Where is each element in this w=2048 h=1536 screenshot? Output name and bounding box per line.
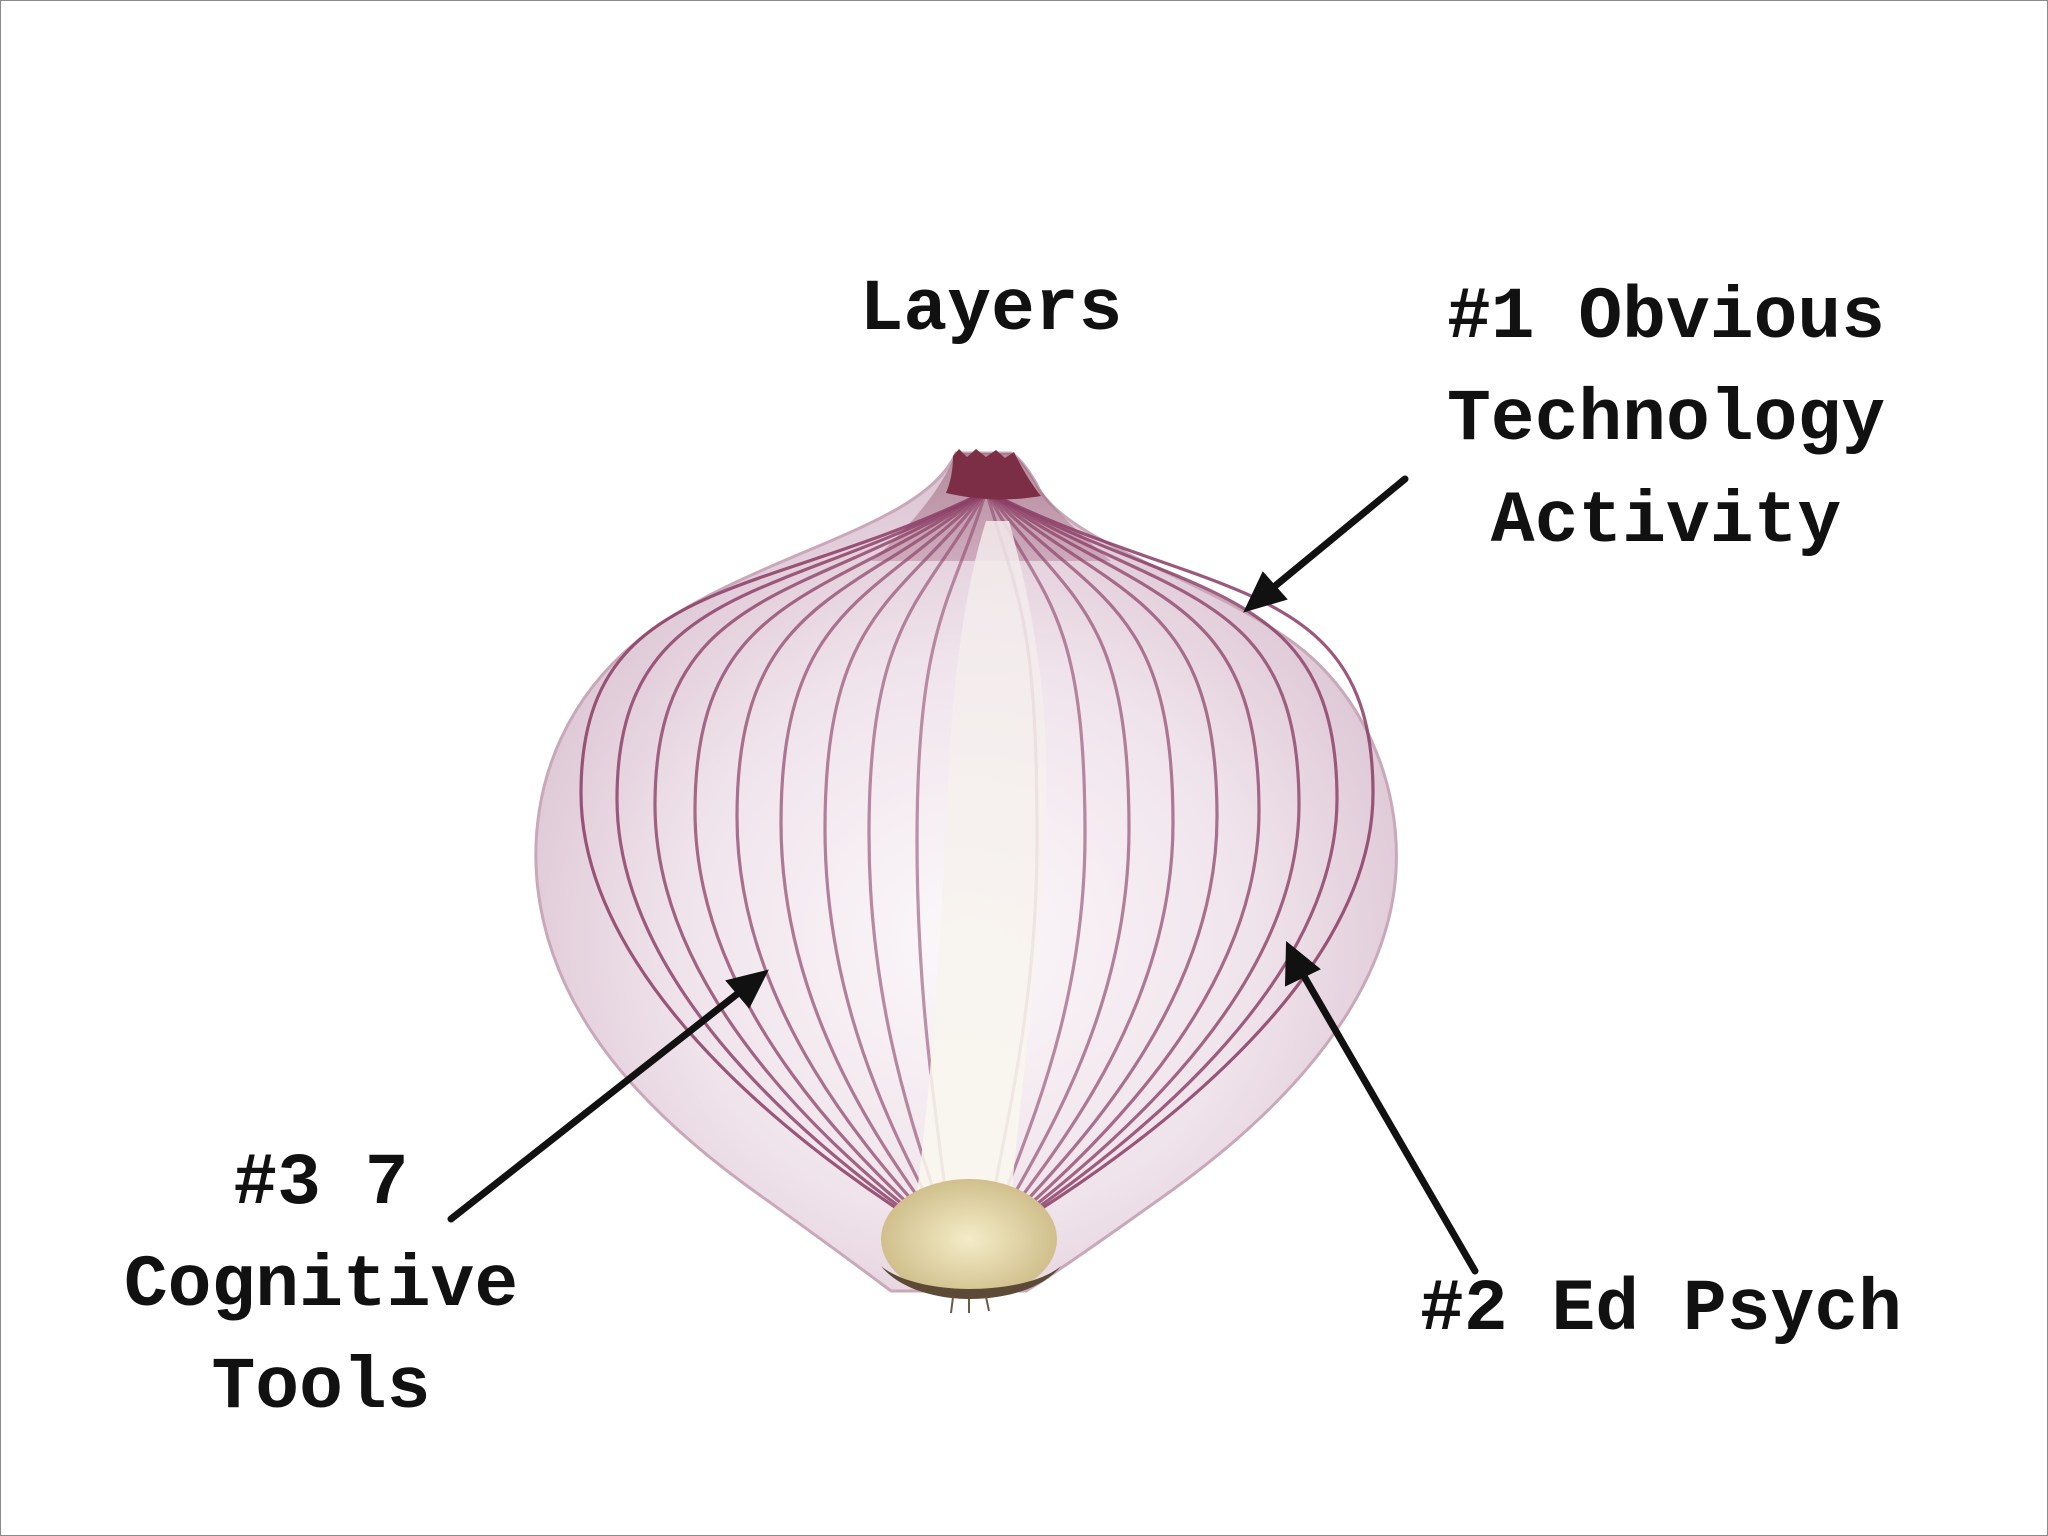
onion-ring-line	[779, 489, 988, 1243]
callout-layer-2: #2 Ed Psych	[1321, 1259, 2001, 1361]
onion-top	[946, 449, 1041, 500]
onion-ring-line	[984, 489, 1375, 1243]
onion-ring-line	[984, 489, 1261, 1243]
callout-layer-3: #3 7 Cognitive Tools	[41, 1133, 601, 1439]
diagram-title: Layers	[781, 259, 1201, 361]
onion-ring-line	[693, 489, 988, 1243]
callout-layer-1-line-3: Activity	[1490, 480, 1842, 563]
arrow-cognitive	[447, 969, 769, 1223]
onion-ring-line	[984, 489, 1339, 1243]
onion-ring-line	[579, 489, 988, 1243]
callout-layer-2-line-1: #2 Ed Psych	[1420, 1268, 1902, 1351]
callout-layer-1-line-2: Technology	[1446, 378, 1886, 461]
onion-ring-line	[984, 489, 1175, 1243]
onion-root-plate	[881, 1179, 1057, 1299]
onion-ring-line	[615, 489, 988, 1243]
onion-ring-line	[653, 489, 988, 1243]
onion-root-hairs	[950, 1296, 990, 1314]
onion-ring-line	[735, 489, 988, 1243]
callout-layer-3-line-1: #3 7	[233, 1142, 409, 1225]
callout-layer-1-line-1: #1 Obvious	[1446, 276, 1886, 359]
onion-ring-line	[984, 489, 1087, 1243]
callout-layer-3-line-2: Cognitive	[123, 1244, 519, 1327]
onion-ring-line	[984, 489, 1219, 1243]
onion-root-base	[881, 1266, 1061, 1299]
arrow-edpsych	[1284, 940, 1479, 1275]
callout-layer-1: #1 Obvious Technology Activity	[1351, 267, 1981, 573]
onion-ring-line	[984, 489, 1131, 1243]
title-text: Layers	[859, 268, 1123, 351]
onion-core	[916, 521, 1047, 1201]
arrow-obvious	[1243, 475, 1409, 613]
callout-layer-3-line-3: Tools	[211, 1346, 431, 1429]
onion-ring-line	[984, 489, 1301, 1243]
onion-ring-line	[823, 489, 988, 1243]
